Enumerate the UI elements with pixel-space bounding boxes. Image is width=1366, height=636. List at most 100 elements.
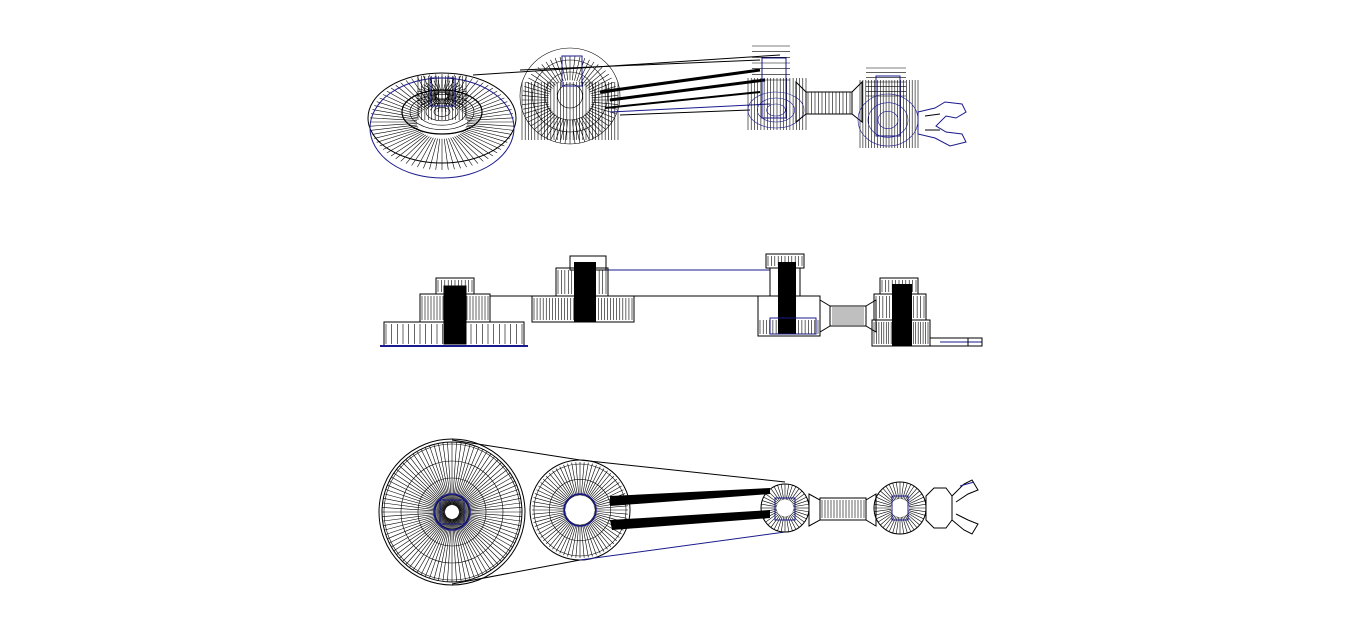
- wire-line: [766, 494, 779, 503]
- wire-line: [377, 129, 419, 142]
- wire-line: [446, 98, 461, 107]
- wire-line: [786, 516, 788, 531]
- wire-line: [584, 524, 593, 556]
- wire-line: [445, 83, 457, 93]
- wire-line: [876, 497, 891, 504]
- side-shaft-lines: [832, 308, 864, 324]
- wire-line: [790, 489, 799, 502]
- wire-line: [574, 119, 579, 143]
- wire-line: [416, 97, 437, 99]
- wire-line: [588, 471, 607, 499]
- wire-line: [464, 130, 505, 146]
- wire-line: [396, 85, 426, 109]
- wire-ring: [878, 111, 898, 128]
- top-view: [379, 439, 978, 585]
- wire-line: [556, 522, 573, 551]
- wire-line: [761, 509, 776, 511]
- side-gripper: [930, 338, 982, 346]
- wire-line: [568, 464, 577, 496]
- wire-line: [577, 58, 585, 81]
- wire-line: [908, 497, 923, 504]
- wire-line: [576, 524, 579, 557]
- wire-line: [886, 486, 895, 500]
- side-base-lines: [386, 324, 522, 344]
- iso-shaft-lines: [808, 92, 850, 114]
- wire-line: [587, 522, 604, 551]
- wire-line: [905, 516, 914, 530]
- wire-line: [594, 513, 627, 519]
- wire-line: [416, 93, 437, 95]
- side-shoulder-hub: [420, 278, 490, 344]
- wire-line: [592, 482, 620, 501]
- wire-line: [387, 133, 423, 153]
- wire-line: [893, 517, 898, 533]
- wire-line: [576, 462, 579, 495]
- side-view: [380, 254, 982, 346]
- wire-line: [406, 137, 429, 164]
- side-upper-arm: [490, 256, 770, 322]
- isometric-view: [368, 46, 966, 178]
- wire-line: [585, 465, 596, 497]
- side-elbow-lines: [760, 256, 818, 334]
- wire-line: [793, 504, 808, 506]
- wire-line: [424, 85, 439, 94]
- wire-line: [768, 491, 779, 502]
- wire-line: [445, 99, 457, 109]
- wire-line: [380, 98, 421, 114]
- wire-line: [791, 514, 802, 525]
- iso-upper-link-pulley: [520, 48, 620, 144]
- wire-line: [893, 483, 898, 499]
- wire-line: [594, 494, 626, 505]
- wire-line: [447, 97, 467, 101]
- wire-line: [585, 524, 596, 556]
- wire-line: [589, 473, 611, 499]
- wire-line: [466, 128, 510, 139]
- wire-line: [429, 139, 437, 170]
- wire-line: [436, 139, 440, 170]
- wire-line: [536, 516, 566, 530]
- wire-line: [564, 524, 575, 556]
- top-arm-links: [452, 440, 785, 584]
- iso-elbow-wire: [748, 46, 806, 130]
- wire-line: [560, 523, 574, 553]
- wire-line: [592, 486, 621, 503]
- wire-line: [542, 64, 558, 84]
- iso-base-turntable: [368, 73, 516, 178]
- wire-line: [560, 466, 574, 496]
- top-elbow: [761, 484, 809, 532]
- iso-wrist-joint: [858, 68, 918, 148]
- iso-base-spokes: [370, 74, 514, 170]
- wire-line: [587, 468, 604, 497]
- wire-line: [579, 60, 590, 82]
- wire-line: [909, 509, 926, 511]
- wire-line: [593, 490, 623, 504]
- wire-line: [908, 512, 923, 519]
- wire-line: [908, 513, 922, 522]
- wire-line: [427, 99, 439, 109]
- wire-line: [458, 135, 488, 159]
- wire-line: [467, 118, 514, 121]
- iso-wrist-wire: [858, 68, 918, 148]
- wire-ring: [868, 103, 908, 138]
- wire-line: [424, 98, 439, 107]
- wire-line: [538, 115, 556, 133]
- wire-line: [560, 119, 565, 143]
- wire-line: [568, 524, 577, 556]
- wire-line: [592, 517, 621, 534]
- wire-line: [909, 501, 925, 506]
- wire-line: [377, 102, 419, 115]
- iso-wrist-core: [876, 76, 900, 136]
- wire-line: [903, 483, 908, 499]
- wire-line: [793, 509, 808, 511]
- wire-line: [460, 88, 493, 110]
- wire-line: [771, 489, 780, 502]
- wire-ring: [401, 461, 503, 563]
- wire-line: [523, 104, 549, 109]
- wire-line: [550, 118, 561, 140]
- wire-line: [417, 91, 437, 95]
- wire-line: [531, 74, 552, 88]
- wire-line: [536, 490, 566, 504]
- wire-line: [875, 511, 891, 516]
- wire-line: [383, 132, 421, 150]
- wire-line: [374, 128, 418, 139]
